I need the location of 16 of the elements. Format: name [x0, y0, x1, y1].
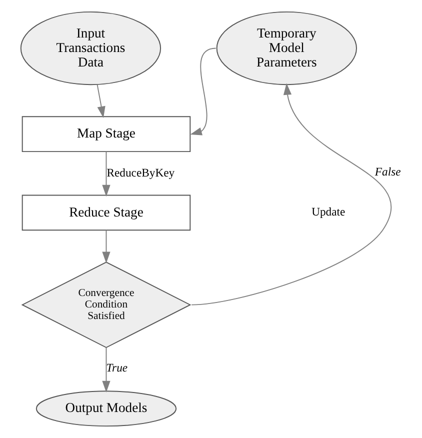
edge-label: False: [374, 165, 401, 178]
node-ellipse: Input Transactions Data: [20, 11, 162, 86]
edge-label: True: [106, 361, 128, 374]
edge-label: ReduceByKey: [106, 166, 175, 180]
arrow: [102, 347, 110, 392]
arrow: [190, 48, 216, 136]
arrow: [96, 84, 106, 118]
arrow: [102, 151, 110, 197]
node-ellipse: Output Models: [36, 390, 177, 427]
node-box: Reduce Stage: [22, 194, 191, 231]
label: Update: [312, 206, 346, 219]
node-diamond: Convergence Condition Satisfied: [21, 262, 192, 348]
arrow: [191, 83, 392, 306]
arrow: [102, 230, 110, 264]
node-ellipse: Temporary Model Parameters: [216, 11, 357, 86]
node-box: Map Stage: [22, 116, 191, 152]
